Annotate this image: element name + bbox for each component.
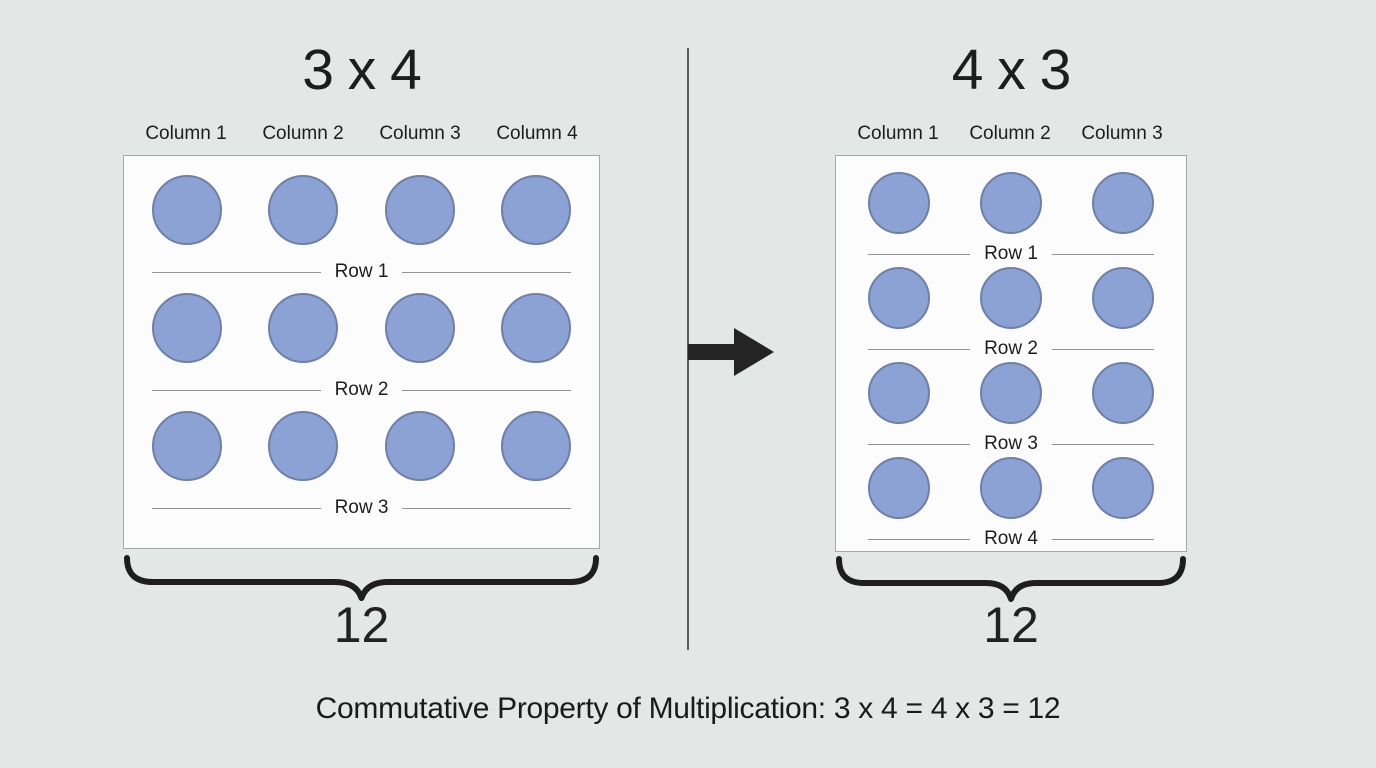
row-divider-line — [402, 389, 572, 391]
left-row-1-circles — [152, 175, 571, 245]
counter-circle — [268, 411, 339, 481]
counter-circle — [500, 293, 571, 363]
counter-circle — [980, 267, 1042, 329]
counter-circle — [384, 293, 455, 363]
left-row-2-label: Row 2 — [334, 379, 389, 400]
counter-circle — [980, 362, 1042, 424]
right-row-4-label-row: Row 4 — [868, 528, 1155, 549]
counter-circle — [1092, 362, 1154, 424]
left-row-3-circles — [152, 411, 571, 481]
row-divider-line — [152, 389, 321, 391]
row-divider-line — [402, 507, 572, 509]
counter-circle — [868, 457, 930, 519]
left-row-1-label-row: Row 1 — [152, 261, 572, 283]
counter-circle — [980, 172, 1042, 234]
counter-circle — [1092, 172, 1154, 234]
left-column-header-4: Column 4 — [496, 123, 578, 144]
row-divider-line — [1051, 443, 1155, 445]
row-divider-line — [152, 507, 321, 509]
row-divider-line — [868, 253, 971, 255]
right-array-box: Row 1 Row 2 Row 3 — [835, 155, 1187, 552]
right-row-4-circles — [868, 457, 1154, 519]
right-row-1-label: Row 1 — [984, 243, 1038, 264]
counter-circle — [384, 411, 455, 481]
right-row-3-label: Row 3 — [984, 433, 1038, 454]
row-divider-line — [1051, 253, 1155, 255]
right-column-headers: Column 1 Column 2 Column 3 — [835, 123, 1187, 149]
row-divider-line — [868, 538, 971, 540]
left-row-2-circles — [152, 293, 571, 363]
counter-circle — [152, 411, 222, 481]
counter-circle — [868, 362, 930, 424]
counter-circle — [500, 175, 571, 245]
row-divider-line — [1051, 538, 1155, 540]
right-row-2-label: Row 2 — [984, 338, 1038, 359]
counter-circle — [152, 293, 222, 363]
row-divider-line — [152, 271, 321, 273]
right-brace — [836, 556, 1186, 602]
left-column-header-3: Column 3 — [379, 123, 461, 144]
counter-circle — [1092, 267, 1154, 329]
right-panel-title: 4 x 3 — [951, 38, 1072, 102]
counter-circle — [268, 293, 339, 363]
left-row-3-label-row: Row 3 — [152, 497, 572, 519]
counter-circle — [868, 172, 930, 234]
left-panel-title: 3 x 4 — [302, 38, 422, 102]
counter-circle — [268, 175, 339, 245]
right-row-2-circles — [868, 267, 1154, 329]
right-row-3-circles — [868, 362, 1154, 424]
counter-circle — [500, 411, 571, 481]
right-row-3-label-row: Row 3 — [868, 433, 1155, 454]
left-array-box: Row 1 Row 2 Row 3 — [123, 155, 600, 549]
caption: Commutative Property of Multiplication: … — [315, 692, 1061, 725]
row-divider-line — [868, 348, 971, 350]
left-brace — [124, 555, 599, 601]
counter-circle — [868, 267, 930, 329]
row-divider-line — [868, 443, 971, 445]
counter-circle — [152, 175, 222, 245]
row-divider-line — [1051, 348, 1155, 350]
left-column-header-2: Column 2 — [262, 123, 344, 144]
right-arrow-icon — [688, 328, 774, 376]
counter-circle — [1092, 457, 1154, 519]
left-row-3-label: Row 3 — [334, 497, 389, 518]
left-row-2-label-row: Row 2 — [152, 379, 572, 401]
right-row-1-label-row: Row 1 — [868, 243, 1155, 264]
right-row-1-circles — [868, 172, 1154, 234]
right-total: 12 — [983, 597, 1039, 653]
row-divider-line — [402, 271, 572, 273]
right-column-header-2: Column 2 — [969, 123, 1051, 144]
counter-circle — [980, 457, 1042, 519]
counter-circle — [384, 175, 455, 245]
left-total: 12 — [333, 597, 390, 653]
right-row-4-label: Row 4 — [984, 528, 1038, 549]
right-column-header-3: Column 3 — [1081, 123, 1163, 144]
left-column-header-1: Column 1 — [145, 123, 227, 144]
right-column-header-1: Column 1 — [857, 123, 939, 144]
left-row-1-label: Row 1 — [334, 261, 389, 282]
left-column-headers: Column 1 Column 2 Column 3 Column 4 — [123, 123, 600, 149]
right-row-2-label-row: Row 2 — [868, 338, 1155, 359]
